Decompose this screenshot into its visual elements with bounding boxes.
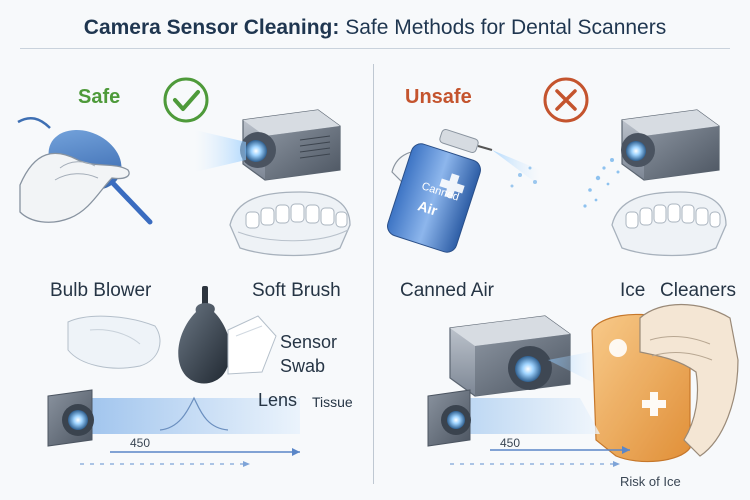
bulb-blower-illustration (17, 116, 153, 225)
bulb-blower-label: Bulb Blower (50, 280, 152, 301)
camera-illustration-safe (195, 109, 341, 181)
camera-illustration-unsafe (583, 109, 720, 208)
cleaning-cloth-illustration (67, 315, 161, 369)
soft-brush-label: Soft Brush (252, 280, 341, 301)
sensor-swab-label-line2: Swab (280, 356, 326, 376)
safe-heading: Safe (78, 86, 121, 108)
check-circle-icon (163, 77, 209, 123)
page-title: Camera Sensor Cleaning: Safe Methods for… (0, 16, 750, 40)
risk-of-ice-strip (427, 389, 630, 467)
ice-label: Ice (620, 280, 646, 301)
lens-label: Lens (258, 390, 298, 410)
dental-model-unsafe (611, 191, 727, 257)
black-bulb-blower-illustration (178, 286, 231, 384)
cleaners-label: Cleaners (660, 280, 737, 301)
tissue-label: Tissue (312, 394, 353, 410)
sensor-swab-label-line1: Sensor (280, 332, 338, 352)
sensor-swab-illustration (227, 315, 277, 375)
page-title-rest: Safe Methods for Dental Scanners (339, 16, 667, 39)
ice-cleaner-bottle-illustration (591, 304, 739, 463)
unsafe-heading: Unsafe (405, 86, 472, 108)
dental-model-safe (229, 191, 351, 257)
lens-tissue-strip (47, 389, 300, 467)
canned-air-illustration (387, 129, 540, 253)
column-divider (373, 64, 374, 484)
unsafe-gauge-value: 450 (500, 436, 521, 450)
risk-of-ice-label: Risk of Ice (620, 474, 681, 489)
title-divider (20, 48, 730, 49)
camera-illustration-unsafe-large (449, 315, 600, 397)
page-title-bold: Camera Sensor Cleaning: (83, 16, 340, 39)
safe-gauge-value: 450 (130, 436, 151, 450)
x-circle-icon (543, 77, 589, 123)
canned-air-label: Canned Air (400, 280, 495, 301)
